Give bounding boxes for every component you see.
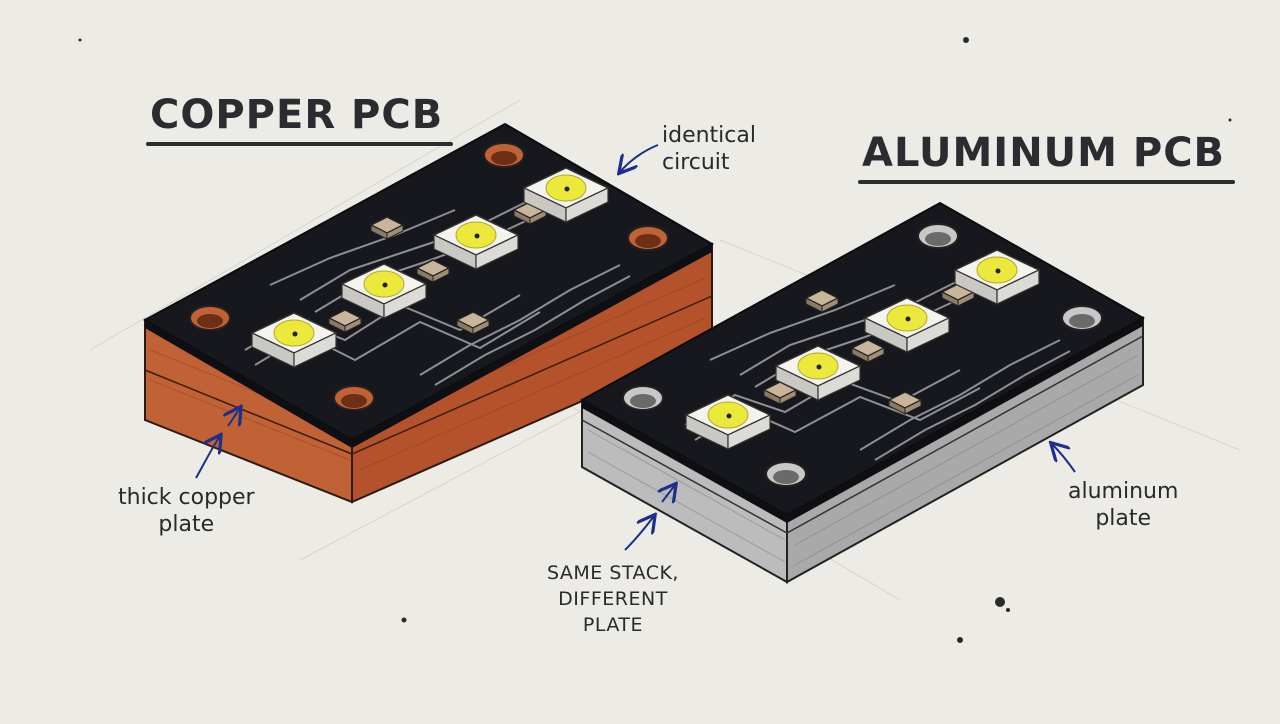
copper-pcb-leds bbox=[250, 167, 610, 368]
copper-pcb-title-text: COPPER PCB bbox=[150, 92, 444, 138]
aluminum-hole-right bbox=[1061, 305, 1103, 331]
label-line: PLATE bbox=[582, 614, 644, 636]
aluminum-led-4 bbox=[684, 394, 772, 450]
aluminum-mounting-holes bbox=[622, 223, 1103, 487]
aluminum-pcb-title: ALUMINUM PCB bbox=[858, 130, 1236, 184]
aluminum-pcb-title-text: ALUMINUM PCB bbox=[862, 130, 1226, 176]
label-line: plate bbox=[158, 512, 215, 537]
copper-hole-right bbox=[627, 225, 669, 251]
same-stack-label: SAME STACK, DIFFERENT PLATE bbox=[547, 560, 679, 638]
copper-mounting-holes bbox=[189, 142, 669, 411]
arrow-same-stack-2 bbox=[662, 485, 675, 502]
arrow-copper-plate bbox=[195, 436, 220, 479]
aluminum-pcb-leds bbox=[684, 249, 1041, 450]
copper-pcb-title: COPPER PCB bbox=[146, 92, 454, 146]
label-line: DIFFERENT bbox=[558, 588, 668, 610]
arrow-same-stack bbox=[624, 516, 654, 551]
arrow-copper-plate-2 bbox=[228, 408, 240, 426]
copper-led-1 bbox=[522, 167, 610, 223]
copper-plate-label: thick copper plate bbox=[118, 484, 255, 538]
aluminum-hole-left bbox=[622, 385, 664, 411]
aluminum-pcb bbox=[579, 201, 1146, 584]
arrow-aluminum-plate bbox=[1052, 444, 1076, 473]
label-line: thick copper bbox=[118, 485, 255, 510]
aluminum-hole-top bbox=[917, 223, 959, 249]
aluminum-led-1 bbox=[953, 249, 1041, 305]
aluminum-hole-bottom bbox=[765, 461, 807, 487]
copper-hole-bottom bbox=[333, 385, 375, 411]
copper-led-2 bbox=[432, 214, 520, 270]
label-line: SAME STACK, bbox=[547, 562, 679, 584]
ink-specks bbox=[78, 37, 1232, 643]
copper-led-3 bbox=[340, 263, 428, 319]
label-line: identical bbox=[662, 123, 756, 148]
copper-hole-top bbox=[483, 142, 525, 168]
aluminum-led-3 bbox=[774, 345, 862, 401]
copper-pcb bbox=[142, 122, 715, 504]
aluminum-plate-label: aluminum plate bbox=[1068, 478, 1178, 532]
aluminum-led-2 bbox=[863, 297, 951, 353]
copper-led-4 bbox=[250, 312, 338, 368]
identical-circuit-label: identical circuit bbox=[662, 122, 756, 176]
title-underline bbox=[858, 180, 1236, 184]
label-line: aluminum bbox=[1068, 479, 1179, 504]
copper-hole-left bbox=[189, 305, 231, 331]
title-underline bbox=[146, 142, 454, 146]
label-line: plate bbox=[1095, 506, 1152, 531]
arrow-identical-circuit bbox=[620, 144, 659, 172]
label-line: circuit bbox=[662, 150, 730, 175]
